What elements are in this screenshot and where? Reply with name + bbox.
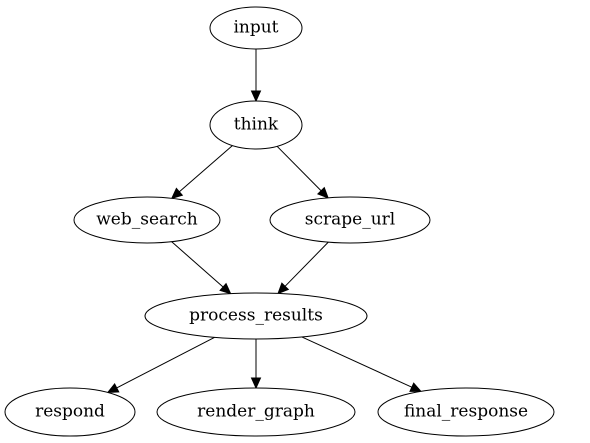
- node-final-response: final_response: [377, 387, 555, 437]
- node-scrape-url: scrape_url: [269, 196, 431, 244]
- arrowhead-icon: [250, 377, 262, 390]
- node-scrape-url-label: scrape_url: [305, 210, 395, 230]
- node-render-graph-label: render_graph: [197, 402, 315, 422]
- node-final-response-label: final_response: [404, 402, 528, 422]
- edge-process-results-to-final-response: [301, 336, 423, 392]
- arrowhead-icon: [219, 282, 232, 295]
- edge-line: [171, 241, 224, 288]
- edge-line: [301, 336, 413, 388]
- edge-line: [179, 145, 233, 193]
- arrowhead-icon: [106, 382, 120, 394]
- edges-layer: [106, 49, 423, 394]
- node-web-search-label: web_search: [96, 210, 198, 230]
- arrowhead-icon: [170, 187, 184, 200]
- edge-input-to-think: [250, 49, 262, 103]
- node-input: input: [209, 6, 303, 50]
- edge-scrape-url-to-process-results: [277, 241, 329, 295]
- edge-line: [276, 145, 322, 192]
- arrowhead-icon: [409, 382, 423, 392]
- edge-process-results-to-render-graph: [250, 339, 262, 390]
- node-think: think: [209, 100, 303, 150]
- node-process-results-label: process_results: [189, 306, 323, 326]
- node-web-search: web_search: [73, 196, 221, 244]
- edge-process-results-to-respond: [106, 336, 215, 394]
- edge-think-to-web-search: [170, 145, 233, 200]
- arrowhead-icon: [250, 90, 262, 103]
- arrowhead-icon: [277, 282, 290, 295]
- arrowhead-icon: [316, 186, 329, 199]
- edge-think-to-scrape-url: [276, 145, 329, 199]
- node-respond-label: respond: [35, 402, 105, 422]
- node-render-graph: render_graph: [156, 387, 356, 437]
- node-process-results: process_results: [144, 292, 368, 340]
- node-respond: respond: [4, 387, 136, 437]
- edge-line: [284, 241, 329, 287]
- edge-line: [116, 336, 215, 389]
- edge-web-search-to-process-results: [171, 241, 232, 295]
- node-input-label: input: [233, 18, 278, 38]
- node-think-label: think: [234, 115, 279, 135]
